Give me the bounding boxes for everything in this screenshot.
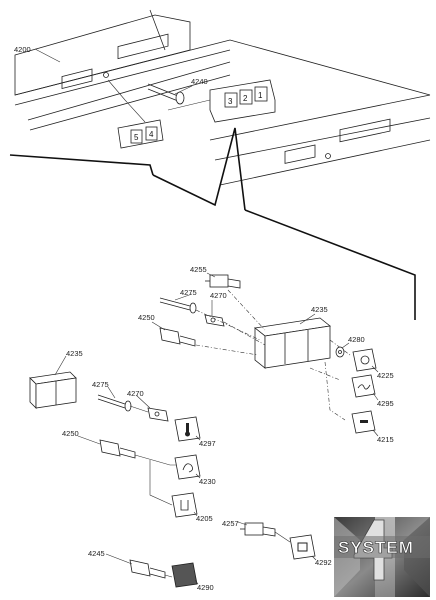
button-4290 (171, 562, 198, 588)
callout-4270-top: 4270 (210, 291, 227, 300)
connector-4245 (129, 559, 166, 579)
system-logo: SYSTEM (334, 517, 430, 597)
callout-4290: 4290 (197, 583, 214, 592)
connector-4257 (240, 522, 276, 537)
clip-4270-top (204, 314, 225, 327)
control-panel-upper (14, 9, 431, 131)
callout-4292: 4292 (315, 558, 332, 567)
callout-4255: 4255 (190, 265, 207, 274)
callout-4205: 4205 (196, 514, 213, 523)
callout-4215: 4215 (377, 435, 394, 444)
connector-4250-left (99, 439, 136, 459)
callout-4257: 4257 (222, 519, 239, 528)
switch-block-321: 3 2 1 (209, 79, 276, 123)
callout-4235-left: 4235 (66, 349, 83, 358)
callout-4200: 4200 (14, 45, 31, 54)
key-4-label: 4 (149, 130, 154, 139)
connector-4250-top (159, 327, 196, 347)
key-3-label: 3 (228, 97, 233, 106)
callout-4270-left: 4270 (127, 389, 144, 398)
housing-4235-left (29, 371, 77, 409)
ring-4280 (335, 346, 345, 358)
callout-4240: 4240 (191, 77, 208, 86)
callout-4275-top: 4275 (180, 288, 197, 297)
button-4297 (174, 416, 201, 442)
logo-text: SYSTEM (338, 538, 414, 557)
cable-4275-left (97, 394, 132, 412)
button-4215 (351, 410, 376, 434)
clip-4270-left (147, 407, 169, 422)
callout-4275-left: 4275 (92, 380, 109, 389)
pin-part (147, 83, 185, 105)
button-4230 (174, 454, 201, 480)
control-panel-right (209, 94, 431, 186)
key-2-label: 2 (243, 94, 248, 103)
button-4205 (171, 492, 198, 518)
button-4225 (352, 348, 377, 372)
callout-4225: 4225 (377, 371, 394, 380)
button-4292 (289, 534, 316, 560)
key-5-label: 5 (134, 133, 139, 142)
switch-block-54: 5 4 (117, 119, 164, 149)
key-1-label: 1 (258, 91, 263, 100)
callout-4250-left: 4250 (62, 429, 79, 438)
button-4295 (351, 374, 376, 398)
callout-4297: 4297 (199, 439, 216, 448)
callout-4245: 4245 (88, 549, 105, 558)
callout-4295: 4295 (377, 399, 394, 408)
connector-4255 (205, 274, 241, 289)
callout-4235-top: 4235 (311, 305, 328, 314)
housing-4235-top (254, 317, 331, 369)
cable-4275-top (159, 297, 197, 314)
callout-4250-top: 4250 (138, 313, 155, 322)
callout-4280: 4280 (348, 335, 365, 344)
callout-4230: 4230 (199, 477, 216, 486)
